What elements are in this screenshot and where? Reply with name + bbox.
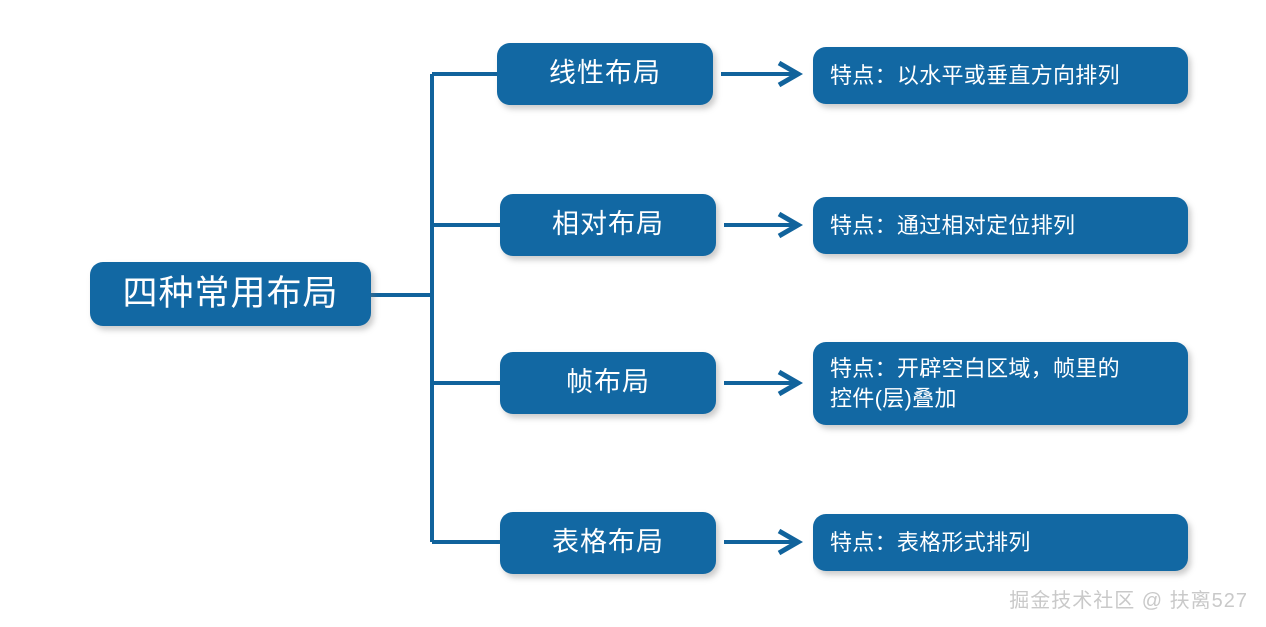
node-category-relative-label: 相对布局 [552,209,664,240]
watermark: 掘金技术社区 @ 扶离527 [1009,590,1248,612]
arrow-head-3 [777,369,803,397]
node-description-relative-label: 特点：通过相对定位排列 [830,212,1076,238]
node-description-linear[interactable]: 特点：以水平或垂直方向排列 [813,47,1188,104]
arrow-head-4 [777,528,803,556]
node-description-relative[interactable]: 特点：通过相对定位排列 [813,197,1188,254]
node-category-frame[interactable]: 帧布局 [500,352,716,414]
node-category-linear[interactable]: 线性布局 [497,43,713,105]
node-description-frame-label: 特点：开辟空白区域，帧里的 控件(层)叠加 [830,355,1120,411]
node-category-frame-label: 帧布局 [566,367,650,398]
node-description-linear-label: 特点：以水平或垂直方向排列 [830,62,1120,88]
node-description-frame[interactable]: 特点：开辟空白区域，帧里的 控件(层)叠加 [813,342,1188,425]
node-description-table-label: 特点：表格形式排列 [830,529,1031,555]
node-category-table-label: 表格布局 [552,527,664,558]
node-root-label: 四种常用布局 [122,273,339,313]
arrow-head-2 [777,211,803,239]
arrow-head-1 [777,60,803,88]
node-category-linear-label: 线性布局 [549,58,661,89]
node-description-table[interactable]: 特点：表格形式排列 [813,514,1188,571]
node-category-relative[interactable]: 相对布局 [500,194,716,256]
node-category-table[interactable]: 表格布局 [500,512,716,574]
node-root[interactable]: 四种常用布局 [90,262,371,326]
